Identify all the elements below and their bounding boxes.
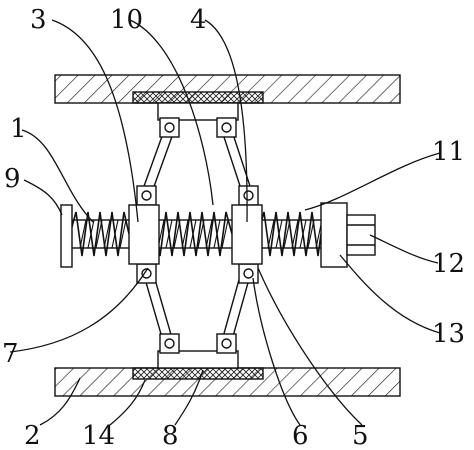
callout-5: 5 [352, 421, 369, 450]
callout-7: 7 [2, 339, 19, 369]
spring-left [69, 211, 130, 257]
end-plate [60, 204, 73, 268]
callout-10: 10 [110, 5, 143, 35]
callout-13: 13 [432, 319, 465, 349]
bottom-mount-block [157, 350, 239, 369]
callout-11: 11 [432, 137, 465, 167]
pivot-pin-slider-lt [141, 190, 152, 201]
callout-2: 2 [24, 421, 41, 450]
top-mount-block [157, 102, 239, 121]
top-pad [132, 91, 264, 104]
callout-14: 14 [82, 421, 115, 450]
callout-4: 4 [190, 5, 207, 35]
spring-right [257, 211, 322, 257]
callout-8: 8 [162, 421, 179, 450]
nut-housing [320, 202, 348, 268]
callout-3: 3 [30, 5, 47, 35]
pivot-pin-top-left [164, 122, 175, 133]
pivot-pin-slider-lb [141, 268, 152, 279]
leader-lines [9, 19, 441, 426]
pivot-pin-slider-rt [243, 190, 254, 201]
spring-middle [147, 211, 233, 257]
pivot-pin-bottom-left [164, 338, 175, 349]
callout-1: 1 [10, 114, 27, 144]
pivot-pin-bottom-right [221, 338, 232, 349]
callout-12: 12 [432, 249, 465, 279]
callout-9: 9 [4, 164, 21, 194]
pivot-pin-top-right [221, 122, 232, 133]
bottom-pad [132, 367, 264, 380]
callout-6: 6 [292, 421, 309, 450]
pivot-pin-slider-rb [243, 268, 254, 279]
lower-linkage-arms [142, 268, 252, 342]
slider-left [128, 204, 160, 265]
